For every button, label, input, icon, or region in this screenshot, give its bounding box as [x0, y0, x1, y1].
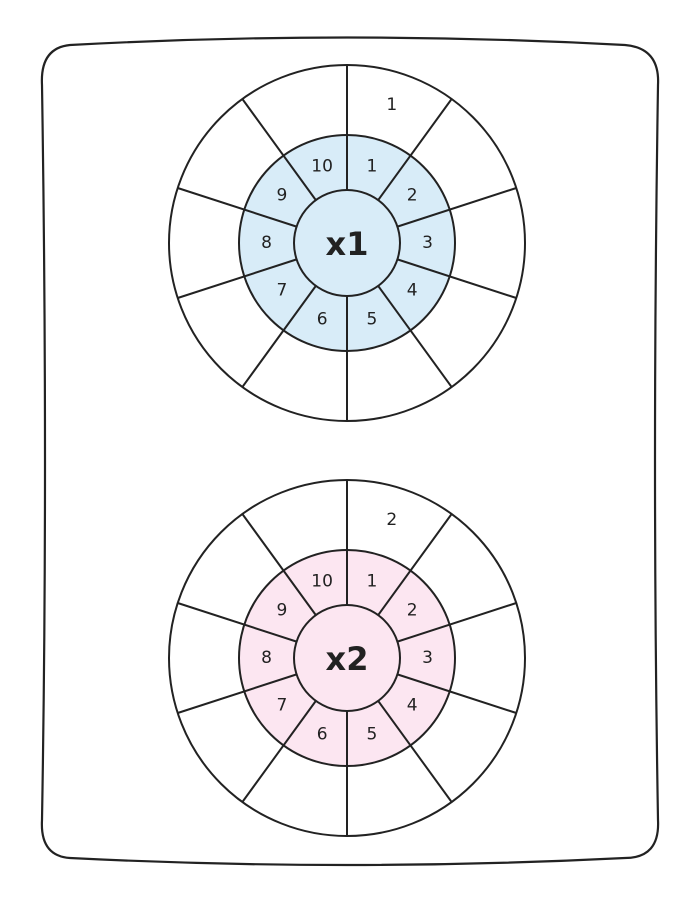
multiplier-number: 3	[422, 648, 433, 668]
multiplier-number: 6	[317, 310, 328, 330]
answer-cell[interactable]: 2	[386, 510, 397, 530]
multiplier-number: 2	[407, 601, 418, 621]
multiplier-number: 7	[276, 695, 287, 715]
segment-divider	[397, 602, 517, 643]
segment-divider	[397, 258, 517, 299]
segment-divider	[241, 285, 317, 388]
multiplier-number: 5	[366, 725, 377, 745]
multiplier-number: 4	[407, 695, 418, 715]
multiplier-number: 3	[422, 233, 433, 253]
multiplier-number: 7	[276, 280, 287, 300]
segment-divider	[377, 700, 453, 803]
multiplier-number: 2	[407, 186, 418, 206]
multiplier-number: 8	[261, 233, 272, 253]
segment-divider	[397, 673, 517, 714]
segment-divider	[177, 187, 297, 228]
page-border	[40, 36, 660, 867]
segment-divider	[177, 602, 297, 643]
segment-divider	[241, 98, 317, 201]
center-hub	[293, 604, 401, 712]
wheel-x1: 1 2 3 4 5 6 7 8 9 10 1 x1	[168, 64, 526, 422]
multiplier-number: 9	[276, 601, 287, 621]
segment-divider	[177, 673, 297, 714]
segment-divider	[241, 513, 317, 616]
multiplier-label: x2	[326, 640, 369, 678]
multiplier-number: 9	[276, 186, 287, 206]
segment-divider	[377, 98, 453, 201]
segment-divider	[241, 700, 317, 803]
segment-divider	[177, 258, 297, 299]
wheels-layer: 1 2 3 4 5 6 7 8 9 10 1 x1 1 2 3 4 5 6 7 8 9 10 2 x2	[168, 64, 526, 837]
multiplier-number: 1	[366, 156, 377, 176]
segment-divider	[377, 285, 453, 388]
center-hub	[293, 189, 401, 297]
wheel-x2: 1 2 3 4 5 6 7 8 9 10 2 x2	[168, 479, 526, 837]
multiplier-number: 4	[407, 280, 418, 300]
multiplier-number: 5	[366, 310, 377, 330]
segment-divider	[397, 187, 517, 228]
multiplier-number: 1	[366, 571, 377, 591]
multiplier-number: 6	[317, 725, 328, 745]
multiplier-number: 10	[311, 156, 333, 176]
multiplier-number: 8	[261, 648, 272, 668]
answer-cell[interactable]: 1	[386, 95, 397, 115]
multiplier-number: 10	[311, 571, 333, 591]
segment-divider	[377, 513, 453, 616]
multiplier-label: x1	[326, 225, 369, 263]
